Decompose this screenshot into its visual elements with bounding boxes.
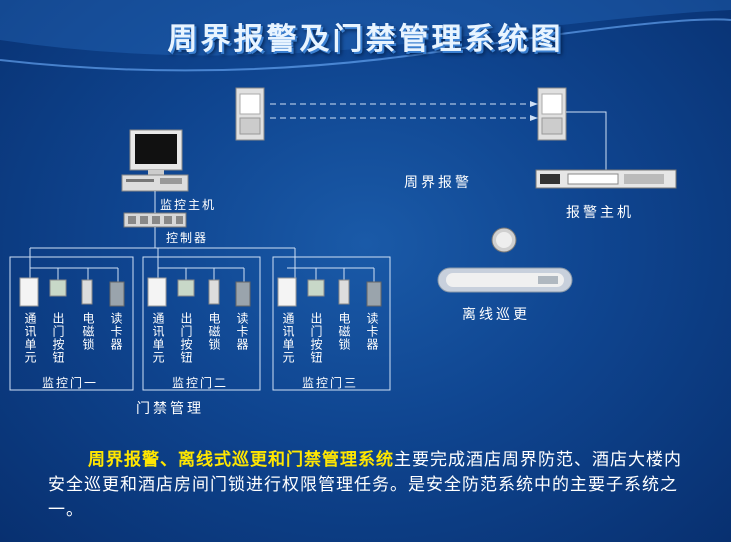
door2-device-3: 电磁锁 (207, 312, 221, 351)
door1-device-3: 电磁锁 (81, 312, 95, 351)
patrol-label: 离线巡更 (462, 307, 530, 323)
controller-label: 控制器 (166, 231, 209, 245)
door-box-3 (272, 256, 391, 391)
patrol-button-icon (491, 227, 517, 253)
door1-name: 监控门一 (42, 376, 99, 390)
header-swoosh (0, 0, 731, 72)
monitor-host-label: 监控主机 (160, 198, 217, 212)
patrol-stick-icon (437, 267, 573, 293)
door3-device-4: 读卡器 (365, 312, 379, 351)
door1-device-1: 通讯单元 (23, 312, 37, 364)
door3-name: 监控门三 (302, 376, 359, 390)
door2-device-4: 读卡器 (235, 312, 249, 351)
door3-device-1: 通讯单元 (281, 312, 295, 364)
alarm-host-label: 报警主机 (566, 205, 634, 221)
alarm-host-device-icon (535, 169, 677, 189)
door3-device-2: 出门按钮 (309, 312, 323, 364)
description-body: 主要完成酒店周界防范、酒店大楼内安全巡更和酒店房间门锁进行权限管理任务。是安全防… (48, 450, 682, 520)
door2-device-1: 通讯单元 (151, 312, 165, 364)
perimeter-alarm-label: 周界报警 (404, 175, 472, 191)
description-text: 周界报警、离线式巡更和门禁管理系统主要完成酒店周界防范、酒店大楼内安全巡更和酒店… (48, 448, 688, 523)
door1-device-4: 读卡器 (109, 312, 123, 351)
description-highlight: 周界报警、离线式巡更和门禁管理系统 (88, 450, 394, 470)
door-box-1 (9, 256, 134, 391)
door-box-2 (142, 256, 261, 391)
access-control-label: 门禁管理 (136, 401, 204, 417)
door2-name: 监控门二 (172, 376, 229, 390)
diagram-title: 周界报警及门禁管理系统图 (167, 22, 564, 57)
door3-device-3: 电磁锁 (337, 312, 351, 351)
monitor-computer-icon (121, 129, 189, 192)
door2-device-2: 出门按钮 (179, 312, 193, 364)
infrared-receiver-icon (537, 87, 567, 141)
infrared-emitter-icon (235, 87, 265, 141)
controller-device-icon (123, 212, 187, 228)
door1-device-2: 出门按钮 (51, 312, 65, 364)
